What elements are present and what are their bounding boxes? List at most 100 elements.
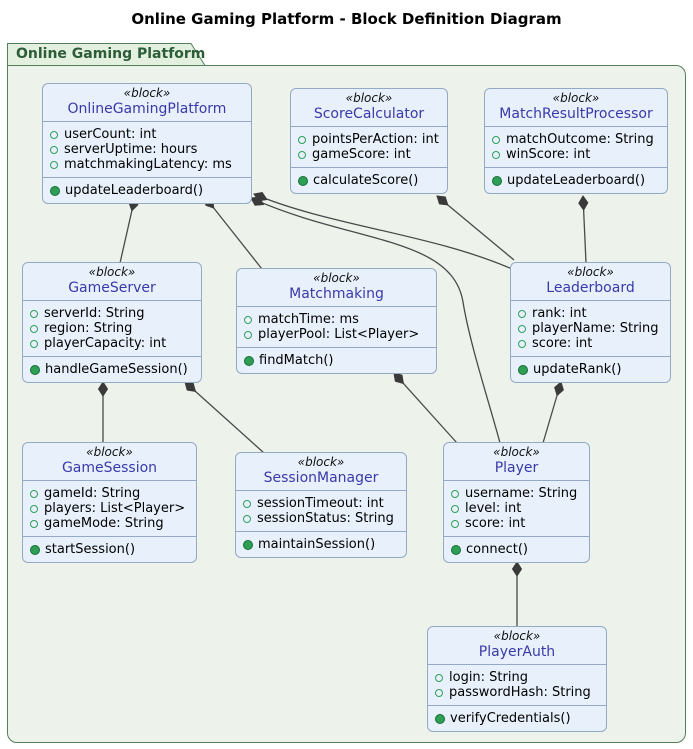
operation-text: updateLeaderboard() [65,183,204,198]
attribute-text: gameMode: String [44,516,164,531]
operations-compartment: connect() [444,537,589,562]
stereotype-label: «block» [88,265,136,279]
operations-compartment: updateLeaderboard() [485,168,667,193]
attribute-text: level: int [465,501,522,516]
operation-visibility-icon [435,713,445,724]
operation-visibility-icon [30,544,40,555]
block-game-server: «block» GameServer serverId: String regi… [22,262,202,383]
block-header: «block» GameServer [23,263,201,301]
attributes-compartment: sessionTimeout: int sessionStatus: Strin… [236,491,406,532]
attribute-visibility-icon [492,135,500,144]
attribute-text: passwordHash: String [449,685,591,700]
attribute-text: playerPool: List<Player> [258,327,420,342]
operation-text: handleGameSession() [45,362,188,377]
attributes-compartment: matchOutcome: String winScore: int [485,127,667,168]
attribute-text: score: int [465,516,526,531]
block-name: GameSession [61,460,158,476]
operation-visibility-icon [451,544,461,555]
stereotype-label: «block» [123,86,171,100]
attribute-visibility-icon [30,519,38,528]
edge-platform-matchmaking [204,196,263,270]
block-name: ScoreCalculator [313,106,425,122]
attribute-text: username: String [465,486,578,501]
attribute-visibility-icon [298,135,306,144]
block-matchmaking: «block» Matchmaking matchTime: ms player… [236,268,437,374]
composition-diamond [250,196,265,206]
composition-diamond [554,381,564,397]
operation-text: maintainSession() [258,537,376,552]
attributes-compartment: gameId: String players: List<Player> gam… [23,481,196,537]
block-name: Leaderboard [546,280,635,296]
block-header: «block» Leaderboard [511,263,670,301]
attribute-visibility-icon [30,339,38,348]
block-name: Player [494,460,539,476]
block-header: «block» OnlineGamingPlatform [43,84,251,122]
block-header: «block» SessionManager [236,453,406,491]
block-session-manager: «block» SessionManager sessionTimeout: i… [235,452,407,558]
attributes-compartment: serverId: String region: String playerCa… [23,301,201,357]
edge-gameserver-sessionmanager [184,381,265,454]
edge-scorecalculator-leaderboard [436,195,515,261]
composition-diamond [578,195,589,211]
attribute-visibility-icon [451,489,459,498]
operation-text: connect() [466,542,528,557]
operations-compartment: maintainSession() [236,532,406,557]
block-game-session: «block» GameSession gameId: String playe… [22,442,197,563]
attribute-text: playerName: String [532,321,659,336]
attributes-compartment: username: String level: int score: int [444,481,589,537]
block-name: OnlineGamingPlatform [67,101,227,117]
attributes-compartment: userCount: int serverUptime: hours match… [43,122,251,178]
block-leaderboard: «block» Leaderboard rank: int playerName… [510,262,671,383]
attribute-visibility-icon [30,489,38,498]
attribute-text: matchOutcome: String [506,132,654,147]
block-score-calculator: «block» ScoreCalculator pointsPerAction:… [290,88,448,194]
attribute-text: sessionTimeout: int [257,496,384,511]
attribute-visibility-icon [50,130,58,139]
edge-platform-leaderboard [253,193,513,270]
operations-compartment: findMatch() [237,348,436,373]
block-name: GameServer [68,280,156,296]
composition-diamond [436,195,449,206]
operation-text: verifyCredentials() [450,711,571,726]
attribute-text: players: List<Player> [44,501,186,516]
attributes-compartment: rank: int playerName: String score: int [511,301,670,357]
attribute-text: region: String [44,321,133,336]
composition-diamond [393,372,404,385]
block-header: «block» Matchmaking [237,269,436,307]
attribute-text: score: int [532,336,593,351]
attributes-compartment: pointsPerAction: int gameScore: int [291,127,447,168]
block-header: «block» Player [444,443,589,481]
block-name: SessionManager [263,470,379,486]
attribute-text: matchTime: ms [258,312,359,327]
package-title: Online Gaming Platform [16,46,206,62]
attribute-text: matchmakingLatency: ms [64,157,232,172]
block-header: «block» PlayerAuth [428,627,606,665]
attribute-text: gameScore: int [312,147,411,162]
block-name: MatchResultProcessor [499,106,653,122]
operation-text: updateRank() [533,362,622,377]
attribute-visibility-icon [30,504,38,513]
attribute-visibility-icon [243,514,251,523]
stereotype-label: «block» [86,445,133,459]
block-online-gaming-platform: «block» OnlineGamingPlatform userCount: … [42,83,252,204]
attribute-text: serverId: String [44,306,145,321]
attributes-compartment: login: String passwordHash: String [428,665,606,706]
stereotype-label: «block» [313,271,360,285]
attribute-visibility-icon [451,519,459,528]
attribute-text: gameId: String [44,486,141,501]
attribute-visibility-icon [243,499,251,508]
attribute-text: userCount: int [64,127,157,142]
edge-matchmaking-player [393,372,458,444]
operation-visibility-icon [30,364,40,375]
attribute-text: winScore: int [506,147,591,162]
operation-visibility-icon [492,175,502,186]
operation-text: startSession() [45,542,136,557]
block-header: «block» ScoreCalculator [291,89,447,127]
attribute-visibility-icon [492,150,500,159]
operation-visibility-icon [518,364,528,375]
attribute-visibility-icon [451,504,459,513]
stereotype-label: «block» [345,91,393,105]
operations-compartment: handleGameSession() [23,357,201,382]
block-player-auth: «block» PlayerAuth login: String passwor… [427,626,607,732]
attribute-visibility-icon [298,150,306,159]
